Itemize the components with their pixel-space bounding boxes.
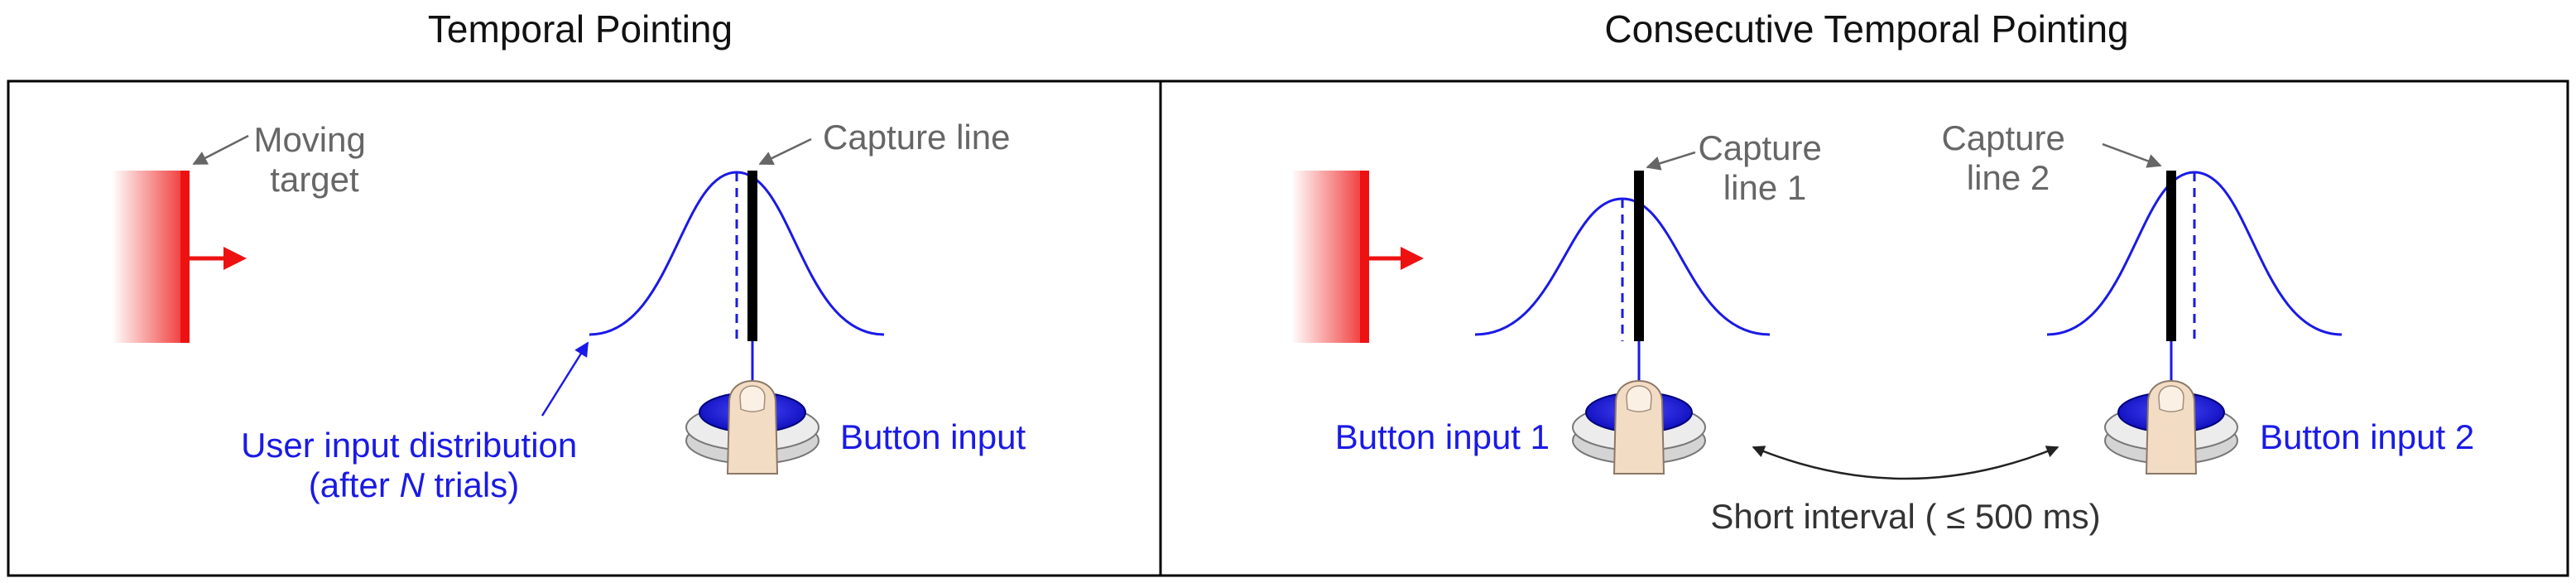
distribution-annotation-arrow (541, 341, 589, 417)
moving-target-label-line2: target (270, 160, 359, 199)
panel-frame-right (1159, 80, 2569, 577)
capture-line-1-label-line1: Capture (1698, 128, 1821, 167)
target-direction-arrow (190, 247, 247, 270)
moving-target-label-line1: Moving (253, 120, 365, 159)
capture-line (747, 171, 757, 341)
capture-line-2 (2166, 171, 2176, 341)
capture-line-1-label-line2: line 1 (1723, 168, 1806, 207)
button-input-2-label: Button input 2 (2260, 417, 2474, 456)
button-press-icon-2 (2104, 379, 2238, 475)
capture-line-2-annotation-arrow (2102, 142, 2162, 168)
capture-line-1 (1634, 171, 1644, 341)
panel-title-consecutive-temporal-pointing: Consecutive Temporal Pointing (1604, 7, 2129, 51)
distribution-label-line2: (after N trials) (309, 465, 519, 504)
button-press-icon-1 (1572, 379, 1706, 475)
moving-target-2 (1291, 171, 1369, 343)
capture-line-2-label-line1: Capture (1941, 118, 2064, 157)
panel-title-temporal-pointing: Temporal Pointing (427, 7, 733, 51)
capture-line-label: Capture line (823, 118, 1010, 157)
target-direction-arrow-2 (1369, 247, 1424, 270)
moving-target-label: Moving target (253, 120, 375, 199)
capture-line-1-annotation-arrow (1646, 151, 1696, 171)
button-input-label: Button input (840, 417, 1026, 456)
distribution-label-line1: User input distribution (241, 426, 577, 465)
user-input-distribution-label: User input distribution (after N trials) (241, 426, 587, 504)
target-annotation-arrow (192, 134, 249, 166)
capture-line-annotation-arrow (758, 137, 812, 166)
moving-target (112, 171, 190, 343)
button-press-icon (685, 379, 819, 475)
button-input-1-label: Button input 1 (1335, 417, 1550, 456)
short-interval-label: Short interval ( ≤ 500 ms) (1710, 497, 2100, 536)
distribution-curve-2 (2091, 171, 2205, 335)
capture-line-2-label-line2: line 2 (1967, 158, 2050, 197)
capture-line-1-label: Capture line 1 (1698, 128, 1831, 207)
capture-line-2-label: Capture line 2 (1941, 118, 2074, 197)
short-interval-arrow (1752, 446, 2059, 480)
